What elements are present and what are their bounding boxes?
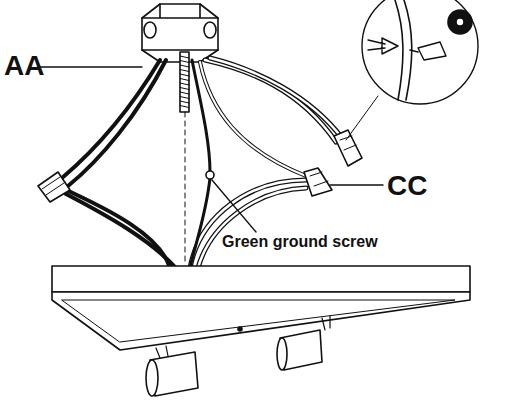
white-wire bbox=[200, 62, 306, 176]
ground-wire bbox=[190, 178, 210, 268]
thread-stroke bbox=[180, 92, 189, 94]
white-wire bbox=[205, 60, 336, 142]
ground-screw bbox=[206, 171, 214, 179]
thread-stroke bbox=[180, 65, 189, 67]
fixture-lens bbox=[62, 300, 455, 342]
wire-nut bbox=[304, 168, 332, 196]
tape-roll bbox=[448, 10, 472, 34]
part-label: Green ground screw bbox=[222, 234, 378, 250]
callout-letter: CC bbox=[387, 172, 427, 200]
black-wire bbox=[68, 60, 166, 186]
knockout bbox=[204, 22, 216, 38]
wire-nut bbox=[38, 172, 70, 202]
ground-wire bbox=[192, 60, 210, 172]
thread-stroke bbox=[180, 97, 189, 99]
thread-stroke bbox=[180, 79, 189, 81]
socket-lead bbox=[156, 346, 168, 358]
knockout bbox=[144, 22, 156, 38]
thread-stroke bbox=[180, 70, 189, 72]
threaded-nipple bbox=[180, 52, 189, 112]
leader-line bbox=[38, 66, 142, 67]
thread-stroke bbox=[180, 88, 189, 90]
socket-opening bbox=[277, 338, 287, 370]
fixture-pan bbox=[52, 266, 470, 292]
thread-stroke bbox=[180, 106, 189, 108]
wire-nut bbox=[334, 130, 362, 166]
thread-stroke bbox=[180, 61, 189, 63]
junction-box-rim bbox=[142, 49, 218, 51]
splice-twist bbox=[368, 38, 398, 54]
socket-lead bbox=[322, 316, 330, 330]
black-wire bbox=[66, 194, 176, 268]
wire-nut-ribs bbox=[310, 172, 328, 186]
leader-line bbox=[330, 184, 383, 185]
thread-stroke bbox=[180, 83, 189, 85]
splice-wire bbox=[410, 50, 418, 52]
center-hole bbox=[238, 327, 242, 331]
splice-taped bbox=[418, 42, 446, 60]
black-wire bbox=[62, 60, 160, 178]
screw-axis bbox=[185, 112, 186, 262]
white-wire-core bbox=[205, 60, 336, 142]
fixture-frame bbox=[52, 292, 470, 350]
thread-stroke bbox=[180, 56, 189, 58]
tape-core bbox=[456, 18, 464, 26]
callout-letter: AA bbox=[4, 52, 44, 80]
detail-inset bbox=[362, 0, 478, 104]
leader-line bbox=[212, 180, 256, 232]
wire-nut-ribs bbox=[42, 177, 64, 195]
white-wire-core bbox=[200, 62, 306, 176]
junction-box-edges bbox=[142, 4, 218, 18]
inset-leader bbox=[346, 96, 378, 140]
thread-stroke bbox=[180, 74, 189, 76]
socket-opening bbox=[146, 360, 158, 396]
thread-stroke bbox=[180, 101, 189, 103]
